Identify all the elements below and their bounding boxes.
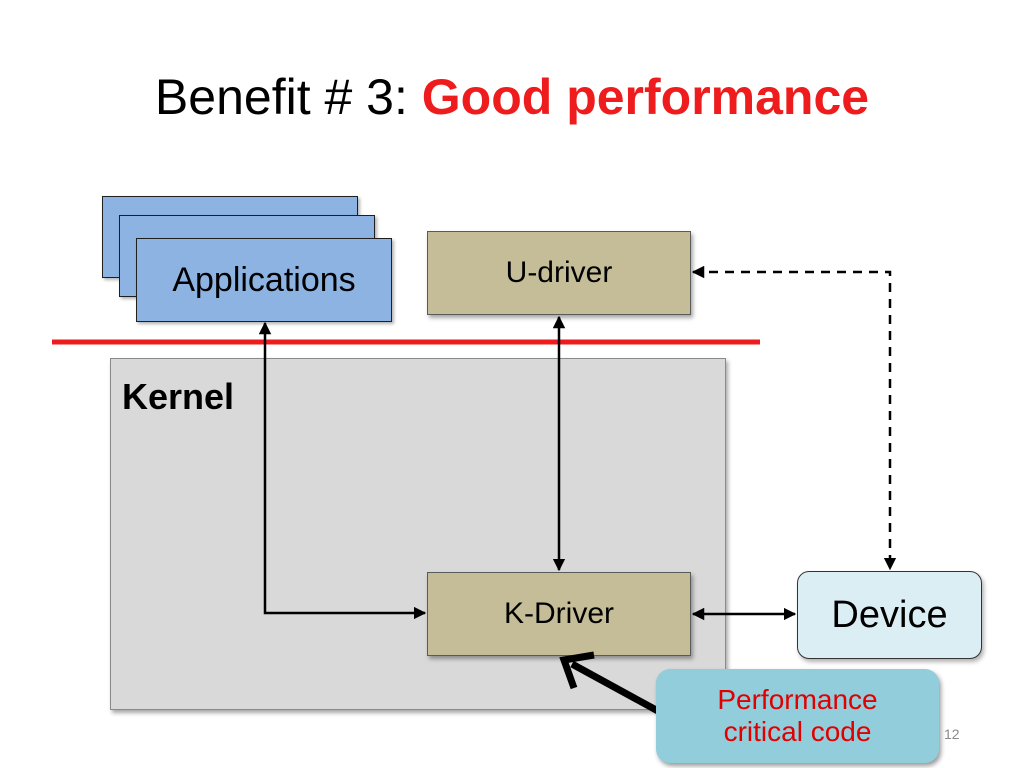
title-highlight: Good performance	[421, 69, 870, 125]
udriver-label: U-driver	[505, 256, 613, 289]
udriver-box: U-driver	[427, 231, 691, 315]
kdriver-label: K-Driver	[504, 597, 614, 630]
callout-line-2: critical code	[723, 716, 872, 747]
performance-callout: Performance critical code	[656, 669, 939, 763]
kernel-label: Kernel	[122, 376, 235, 417]
applications-kdriver-arrow	[258, 321, 427, 620]
device-box: Device	[797, 571, 982, 659]
title-prefix: Benefit # 3:	[154, 69, 422, 125]
callout-pointer-head	[559, 651, 595, 690]
applications-box: Applications	[136, 238, 392, 322]
udriver-device-dashed-arrow	[691, 265, 897, 571]
page-number: 12	[944, 726, 960, 742]
applications-label: Applications	[172, 260, 356, 299]
slide-title: Benefit # 3: Good performance	[0, 62, 1024, 132]
callout-line-1: Performance	[717, 684, 878, 715]
device-label: Device	[831, 593, 948, 636]
kdriver-box: K-Driver	[427, 572, 691, 656]
callout-pointer-shaft	[570, 660, 660, 715]
